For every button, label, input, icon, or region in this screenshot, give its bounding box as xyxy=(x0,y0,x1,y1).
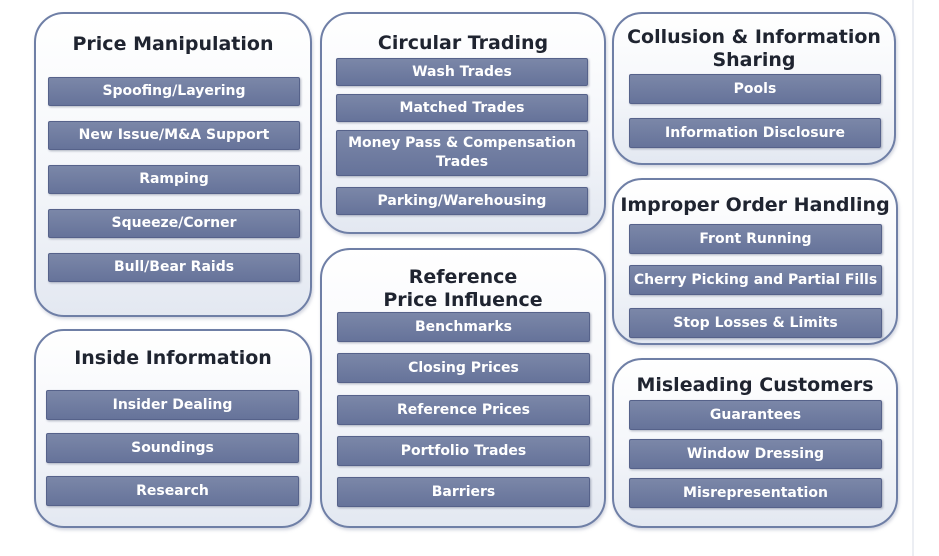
panel-title: Misleading Customers xyxy=(636,374,874,396)
item-new-issue-ma-support: New Issue/M&A Support xyxy=(48,121,300,150)
item-insider-dealing: Insider Dealing xyxy=(46,390,299,420)
item-reference-prices: Reference Prices xyxy=(337,395,590,425)
item-barriers: Barriers xyxy=(337,477,590,507)
item-benchmarks: Benchmarks xyxy=(337,312,590,342)
item-portfolio-trades: Portfolio Trades xyxy=(337,436,590,466)
item-information-disclosure: Information Disclosure xyxy=(629,118,881,148)
item-matched-trades: Matched Trades xyxy=(336,94,588,122)
panel-price-manipulation: Price Manipulation Spoofing/Layering New… xyxy=(34,12,312,317)
panel-collusion-information-sharing: Collusion & Information Sharing Pools In… xyxy=(612,12,896,165)
panel-title: Reference Price Influence xyxy=(383,266,543,311)
item-soundings: Soundings xyxy=(46,433,299,463)
item-research: Research xyxy=(46,476,299,506)
item-misrepresentation: Misrepresentation xyxy=(629,478,882,508)
item-stop-losses-limits: Stop Losses & Limits xyxy=(629,308,882,338)
panel-reference-price-influence: Reference Price Influence Benchmarks Clo… xyxy=(320,248,606,528)
item-spoofing-layering: Spoofing/Layering xyxy=(48,77,300,106)
item-parking-warehousing: Parking/Warehousing xyxy=(336,187,588,215)
panel-misleading-customers: Misleading Customers Guarantees Window D… xyxy=(612,358,898,528)
item-cherry-picking-partial-fills: Cherry Picking and Partial Fills xyxy=(629,265,882,295)
panel-title: Collusion & Information Sharing xyxy=(627,26,881,71)
page-edge-divider xyxy=(912,0,914,556)
item-ramping: Ramping xyxy=(48,165,300,194)
item-window-dressing: Window Dressing xyxy=(629,439,882,469)
panel-title: Circular Trading xyxy=(377,32,549,54)
item-squeeze-corner: Squeeze/Corner xyxy=(48,209,300,238)
item-front-running: Front Running xyxy=(629,224,882,254)
item-guarantees: Guarantees xyxy=(629,400,882,430)
item-closing-prices: Closing Prices xyxy=(337,353,590,383)
panel-improper-order-handling: Improper Order Handling Front Running Ch… xyxy=(612,178,898,345)
item-wash-trades: Wash Trades xyxy=(336,58,588,86)
panel-title: Improper Order Handling xyxy=(620,194,890,216)
item-money-pass-compensation-trades: Money Pass & Compensation Trades xyxy=(336,130,588,176)
item-bull-bear-raids: Bull/Bear Raids xyxy=(48,253,300,282)
item-pools: Pools xyxy=(629,74,881,104)
panel-title: Inside Information xyxy=(74,347,272,369)
panel-title: Price Manipulation xyxy=(72,33,274,55)
panel-circular-trading: Circular Trading Wash Trades Matched Tra… xyxy=(320,12,606,234)
panel-inside-information: Inside Information Insider Dealing Sound… xyxy=(34,329,312,528)
